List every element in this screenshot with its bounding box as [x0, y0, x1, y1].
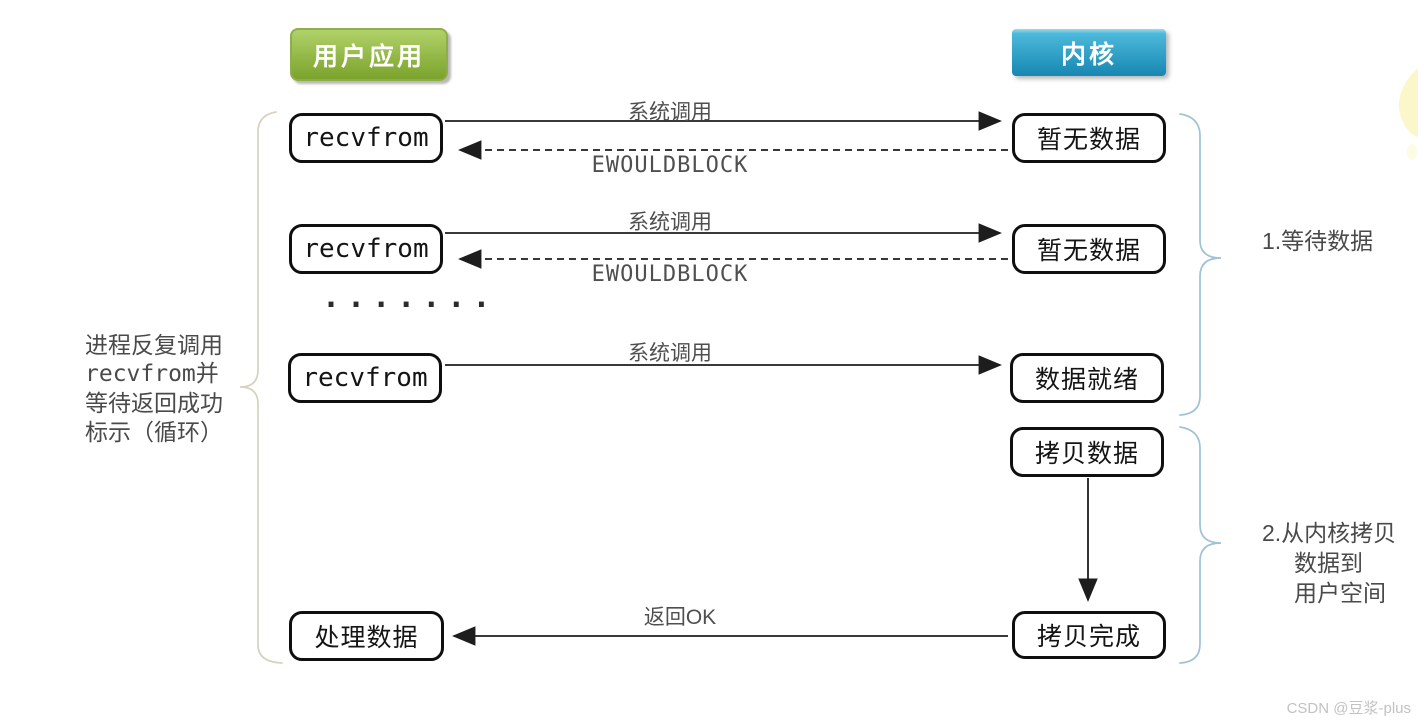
left-brace — [239, 111, 283, 664]
phase-2-line: 2.从内核拷贝 — [1262, 520, 1397, 546]
data-ready-node: 数据就绪 — [1010, 353, 1164, 403]
syscall-label-3: 系统调用 — [628, 342, 712, 365]
user-app-header: 用户应用 — [290, 28, 448, 81]
no-data-node-1: 暂无数据 — [1012, 113, 1166, 163]
left-note-line: 等待返回成功 — [85, 390, 223, 416]
phase-2-line: 用户空间 — [1294, 580, 1386, 606]
highlight-dot — [1407, 144, 1417, 160]
phase-2-line: 数据到 — [1294, 550, 1363, 576]
ewouldblock-label-1: EWOULDBLOCK — [591, 153, 749, 178]
watermark: CSDN @豆浆-plus — [1286, 700, 1411, 717]
process-data-node: 处理数据 — [289, 611, 444, 661]
return-ok-label: 返回OK — [643, 606, 717, 629]
right-brace-1 — [1179, 113, 1222, 416]
recvfrom-node-2: recvfrom — [289, 224, 443, 274]
kernel-header: 内核 — [1012, 29, 1166, 76]
right-brace-2 — [1179, 426, 1222, 664]
syscall-label-1: 系统调用 — [628, 101, 712, 124]
left-note: 进程反复调用 recvfrom并 等待返回成功 标示（循环） — [85, 331, 265, 447]
recvfrom-node-3: recvfrom — [288, 353, 442, 403]
ellipsis-dots: ······· — [322, 288, 498, 323]
copy-data-node: 拷贝数据 — [1010, 427, 1164, 477]
phase-2-label: 2.从内核拷贝 数据到 用户空间 — [1262, 518, 1396, 608]
no-data-node-2: 暂无数据 — [1012, 224, 1166, 274]
left-note-line: 标示（循环） — [85, 419, 223, 445]
syscall-label-2: 系统调用 — [628, 211, 712, 234]
left-note-line: 进程反复调用 — [85, 332, 223, 358]
ewouldblock-label-2: EWOULDBLOCK — [591, 262, 749, 287]
copy-done-node: 拷贝完成 — [1012, 611, 1166, 659]
left-note-line: recvfrom并 — [85, 361, 219, 387]
phase-1-label: 1.等待数据 — [1262, 228, 1374, 254]
highlight-mark — [1398, 68, 1418, 137]
recvfrom-node-1: recvfrom — [289, 113, 443, 163]
